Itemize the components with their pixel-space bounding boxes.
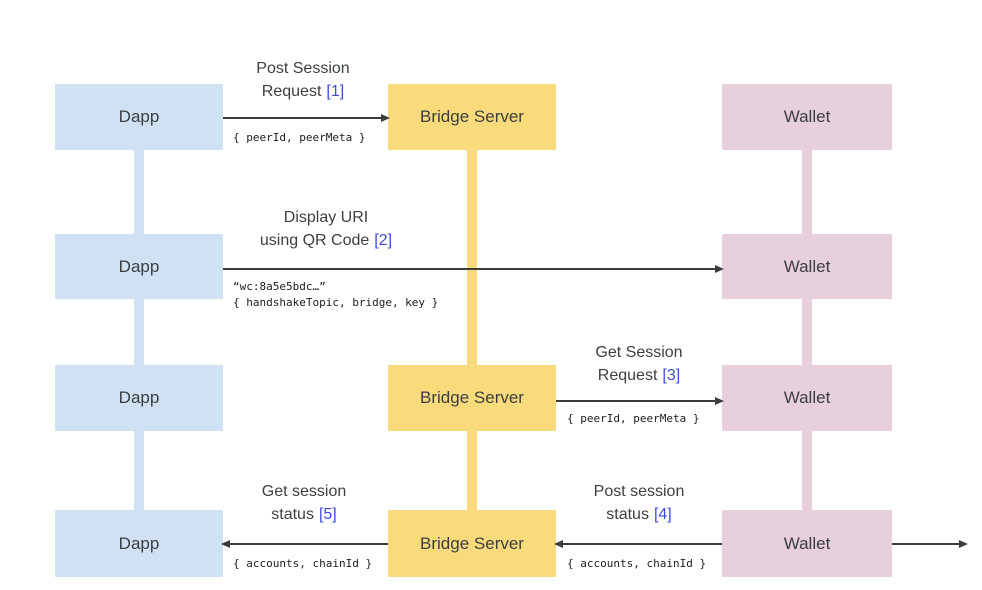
- arrowhead-right-icon: [959, 539, 968, 548]
- msg-payload-5: { accounts, chainId }: [233, 556, 372, 572]
- msg-title: Get Session: [595, 344, 683, 361]
- msg-ref: [3]: [662, 367, 681, 384]
- arrow-wallet-continuation: [892, 539, 968, 548]
- msg-ref: [2]: [374, 232, 393, 249]
- msg-title: Request: [597, 367, 658, 384]
- arrowhead-left-icon: [554, 539, 563, 548]
- msg-payload-2: “wc:8a5e5bdc…” { handshakeTopic, bridge,…: [233, 279, 438, 311]
- wallet-box-row4: Wallet: [722, 510, 892, 577]
- msg-title: Get session: [261, 483, 347, 500]
- msg-label-2: Display URI using QR Code[2]: [241, 206, 411, 252]
- dapp-lifeline-segment: [134, 299, 144, 365]
- arrow-get-session-request: [556, 396, 724, 405]
- wallet-box-row2: Wallet: [722, 234, 892, 299]
- dapp-label: Dapp: [118, 256, 160, 276]
- msg-title: Post session: [593, 483, 685, 500]
- arrow-post-session-request: [223, 113, 390, 122]
- dapp-lifeline-segment: [134, 431, 144, 510]
- bridge-box-row4: Bridge Server: [388, 510, 556, 577]
- payload-line: { accounts, chainId }: [233, 557, 373, 570]
- wallet-lifeline-segment: [802, 299, 812, 365]
- dapp-lifeline-segment: [134, 150, 144, 234]
- arrow-display-uri: [223, 264, 724, 273]
- bridge-label: Bridge Server: [420, 533, 524, 553]
- wallet-box-row1: Wallet: [722, 84, 892, 150]
- arrowhead-right-icon: [715, 396, 724, 405]
- msg-title: Display URI: [283, 209, 369, 226]
- dapp-box-row4: Dapp: [55, 510, 223, 577]
- arrow-post-session-status: [554, 539, 722, 548]
- msg-title: Request: [261, 83, 322, 100]
- arrowhead-right-icon: [715, 264, 724, 273]
- msg-label-3: Get Session Request[3]: [554, 341, 724, 387]
- bridge-label: Bridge Server: [420, 388, 524, 407]
- payload-line: { peerId, peerMeta }: [233, 131, 366, 144]
- dapp-box-row2: Dapp: [55, 234, 223, 299]
- payload-line: “wc:8a5e5bdc…”: [233, 280, 326, 293]
- payload-line: { accounts, chainId }: [567, 557, 707, 570]
- msg-ref: [4]: [653, 506, 672, 523]
- msg-title: status: [606, 506, 649, 523]
- msg-ref: [1]: [326, 83, 345, 100]
- wallet-label: Wallet: [783, 256, 831, 276]
- msg-payload-1: { peerId, peerMeta }: [233, 130, 365, 146]
- bridge-label: Bridge Server: [420, 107, 524, 126]
- bridge-box-row3: Bridge Server: [388, 365, 556, 431]
- dapp-label: Dapp: [118, 107, 160, 126]
- wallet-label: Wallet: [783, 533, 831, 553]
- msg-title: status: [271, 506, 314, 523]
- wallet-lifeline-segment: [802, 150, 812, 234]
- msg-label-4: Post session status[4]: [554, 480, 724, 526]
- wallet-label: Wallet: [783, 107, 831, 126]
- msg-ref: [5]: [318, 506, 337, 523]
- bridge-lifeline-segment: [467, 431, 477, 510]
- dapp-box-row1: Dapp: [55, 84, 223, 150]
- wallet-box-row3: Wallet: [722, 365, 892, 431]
- arrow-get-session-status: [221, 539, 388, 548]
- msg-payload-4: { accounts, chainId }: [567, 556, 706, 572]
- wallet-label: Wallet: [783, 388, 831, 407]
- arrowhead-right-icon: [381, 113, 390, 122]
- msg-title: Post Session: [256, 60, 350, 77]
- msg-payload-3: { peerId, peerMeta }: [567, 411, 699, 427]
- wallet-lifeline-segment: [802, 431, 812, 510]
- payload-line: { peerId, peerMeta }: [567, 412, 700, 425]
- bridge-lifeline-segment: [467, 150, 477, 365]
- dapp-label: Dapp: [118, 533, 160, 553]
- arrowhead-left-icon: [221, 539, 230, 548]
- msg-title: using QR Code: [259, 232, 370, 249]
- dapp-label: Dapp: [118, 388, 160, 407]
- bridge-box-row1: Bridge Server: [388, 84, 556, 150]
- msg-label-1: Post Session Request[1]: [218, 57, 388, 103]
- msg-label-5: Get session status[5]: [219, 480, 389, 526]
- payload-line: { handshakeTopic, bridge, key }: [233, 296, 439, 309]
- dapp-box-row3: Dapp: [55, 365, 223, 431]
